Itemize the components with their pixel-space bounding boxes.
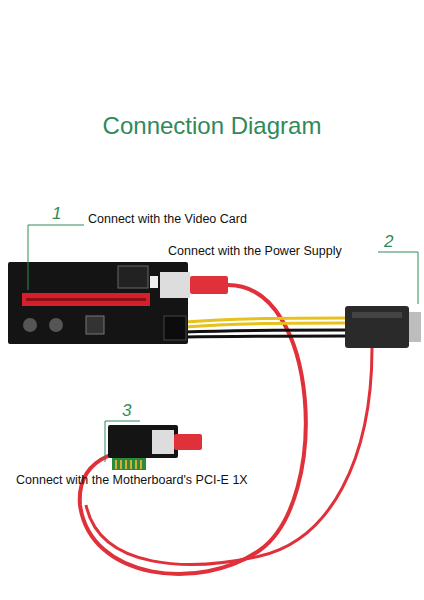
pcie-1x-adapter [108,425,202,470]
callout-label: Connect with the Power Supply [168,244,342,259]
callout-label: Connect with the Video Card [88,212,247,227]
callout-number: 1 [52,204,61,224]
callout-number: 3 [122,401,131,421]
leader-line [28,225,84,290]
riser-board [8,262,228,344]
callout-label: Connect with the Motherboard's PCI-E 1X [16,473,248,488]
sata-connector [345,306,421,348]
power-wires [184,318,346,337]
usb-cable [86,348,372,564]
diagram-title: Connection Diagram [0,112,424,141]
leader-line [105,421,140,462]
leader-line [378,252,418,304]
callout-number: 2 [384,232,393,252]
